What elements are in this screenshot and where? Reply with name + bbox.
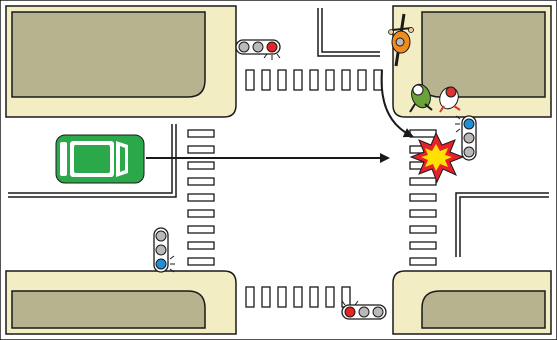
traffic-light-left (153, 227, 175, 273)
corner-block-top-left (5, 5, 237, 118)
lane-lines (8, 8, 549, 257)
crosswalk-top (245, 69, 383, 91)
car-icon (55, 134, 145, 184)
corner-block-top-right (392, 5, 552, 118)
corner-block-bottom-right (392, 270, 552, 335)
crosswalk-left (187, 129, 215, 266)
pedestrian-icon (409, 83, 433, 113)
traffic-light-right (455, 115, 477, 161)
crosswalk-bottom (245, 286, 351, 308)
bicycle-icon (388, 13, 414, 67)
traffic-light-bottom (341, 299, 387, 320)
corner-block-bottom-left (5, 270, 237, 335)
pedestrian-icon (439, 86, 461, 113)
crosswalk-right (409, 129, 437, 266)
collision-icon (409, 131, 465, 184)
traffic-light-top (235, 39, 281, 60)
cyclist-path-arrow (380, 69, 414, 138)
